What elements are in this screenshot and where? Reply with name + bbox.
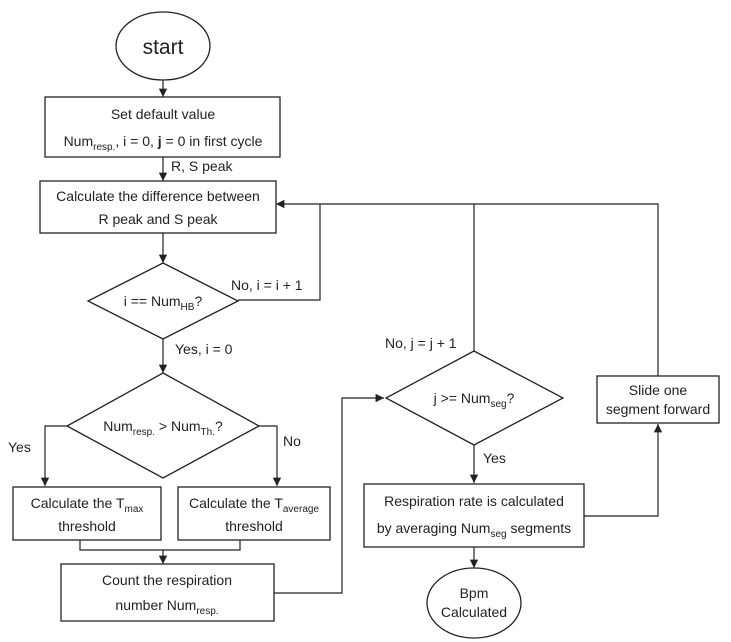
- tavg-box: [177, 486, 331, 541]
- calc-diff-line2: R peak and S peak: [98, 211, 218, 227]
- tmax-line2: threshold: [58, 518, 116, 534]
- decision-j-diamond: [384, 350, 565, 446]
- bpm-line2: Calculated: [441, 604, 507, 620]
- set-default-line1: Set default value: [111, 106, 216, 122]
- count-line2: number Numresp.: [115, 597, 218, 617]
- calc-diff-box: [39, 180, 277, 234]
- arrow-rate-to-slide: [584, 424, 663, 517]
- decision-i-diamond: [86, 262, 240, 340]
- yes-i-label: Yes, i = 0: [175, 341, 233, 357]
- resp-rate-line2: by averaging Numseg segments: [377, 520, 571, 540]
- start-label: start: [143, 36, 184, 59]
- resp-rate-line1: Respiration rate is calculated: [384, 493, 564, 509]
- yes-label: Yes: [8, 439, 31, 455]
- tavg-line2: threshold: [225, 518, 283, 534]
- arrow-count-to-decision-j: [274, 393, 384, 594]
- no-i-label: No, i = i + 1: [231, 277, 303, 293]
- bpm-line1: Bpm: [460, 585, 489, 601]
- set-default-line2: Numresp., i = 0, j = 0 in first cycle: [64, 133, 263, 153]
- no-label: No: [283, 433, 301, 449]
- decision-th-diamond: [65, 372, 261, 479]
- rs-peak-label: R, S peak: [171, 158, 233, 174]
- start-oval: [115, 11, 211, 81]
- connectors: [40, 80, 663, 594]
- no-j-label: No, j = j + 1: [385, 335, 457, 351]
- slide-line1: Slide one: [629, 382, 688, 398]
- decision-th-label: Numresp. > NumTh.?: [103, 418, 223, 438]
- tmax-box: [12, 486, 162, 541]
- set-default-box: [44, 96, 281, 158]
- resp-rate-box: [363, 483, 585, 548]
- loop-slide: [276, 199, 659, 376]
- merge-tavg: [163, 540, 241, 551]
- decision-j-label: j >= Numseg?: [433, 390, 515, 410]
- slide-line2: segment forward: [606, 401, 710, 417]
- tavg-line1: Calculate the Taverage: [189, 495, 319, 515]
- loop-no-i: [238, 204, 321, 301]
- count-line1: Count the respiration: [102, 572, 232, 588]
- tmax-line1: Calculate the Tmax: [31, 495, 144, 515]
- merge-tmax: [79, 540, 163, 551]
- yes-j-label: Yes: [483, 450, 506, 466]
- slide-box: [596, 375, 720, 424]
- count-box: [60, 563, 275, 622]
- calc-diff-line1: Calculate the difference between: [56, 188, 260, 204]
- decision-i-label: i == NumHB?: [124, 293, 203, 313]
- bpm-oval: [426, 567, 522, 639]
- arrow-no-to-tavg: [259, 425, 282, 486]
- arrow-yes-to-tmax: [40, 425, 67, 486]
